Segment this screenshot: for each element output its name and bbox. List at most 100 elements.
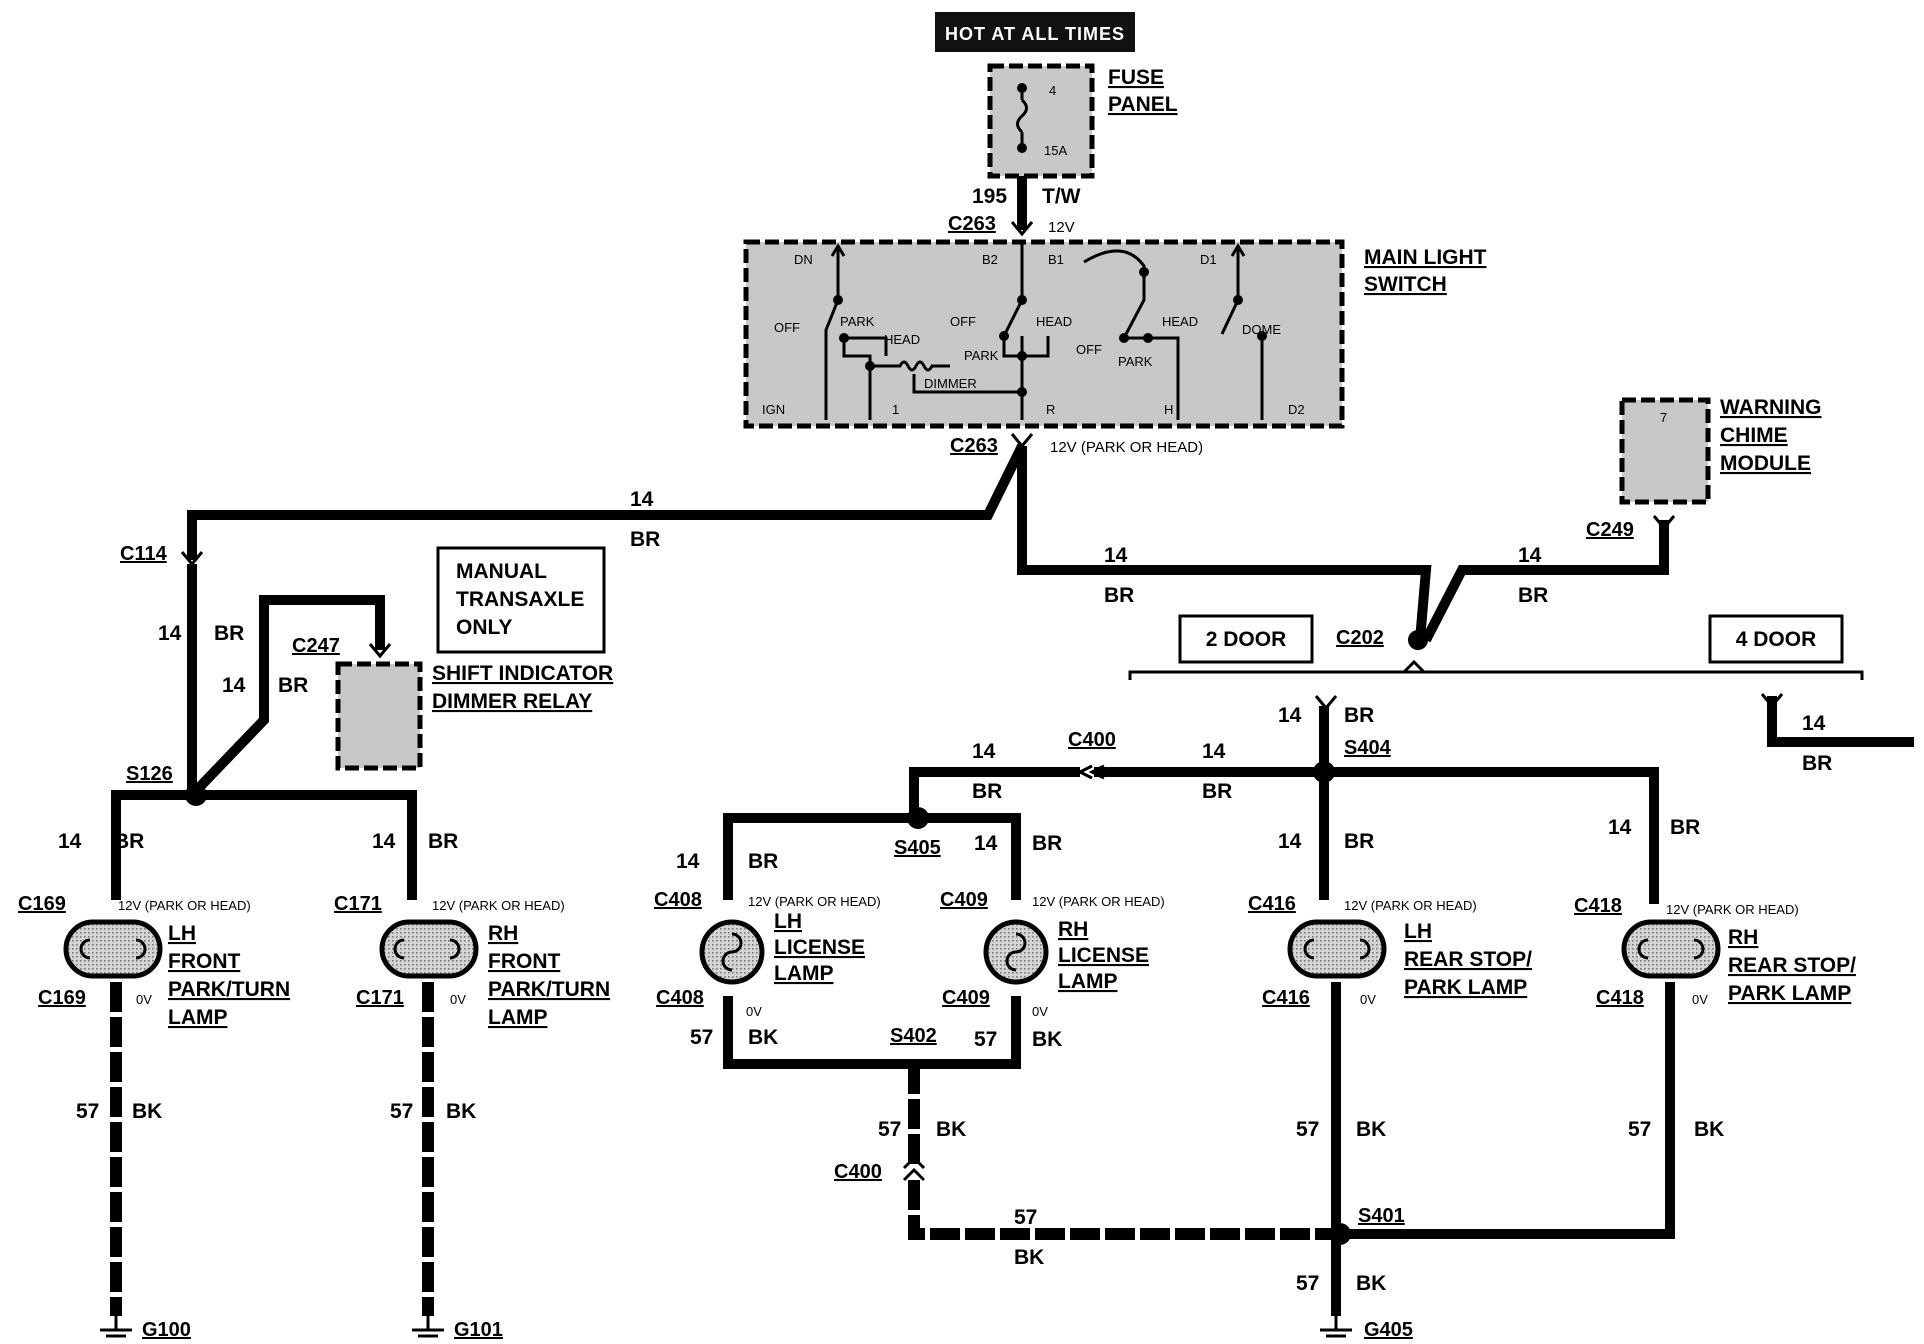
connector-c114: C114 <box>120 543 168 565</box>
svg-text:RH: RH <box>1728 926 1758 949</box>
svg-text:14: 14 <box>58 830 82 853</box>
svg-text:C169: C169 <box>18 893 66 915</box>
option-4-door: 4 DOOR <box>1708 614 1844 664</box>
svg-text:BK: BK <box>1356 1118 1386 1141</box>
svg-text:S402: S402 <box>890 1025 937 1047</box>
svg-text:C416: C416 <box>1248 893 1296 915</box>
svg-text:57: 57 <box>878 1118 901 1141</box>
svg-text:12V (PARK OR HEAD): 12V (PARK OR HEAD) <box>1032 894 1165 909</box>
svg-text:57: 57 <box>390 1100 413 1123</box>
svg-text:FRONT: FRONT <box>168 950 240 973</box>
svg-text:BR: BR <box>1202 780 1232 803</box>
svg-text:57: 57 <box>1628 1118 1651 1141</box>
splice-s401 <box>1329 1223 1351 1245</box>
feed-voltage: 12V <box>1048 219 1075 236</box>
svg-text:BK: BK <box>132 1100 162 1123</box>
lh-license-lamp: C408 12V (PARK OR HEAD) LH LICENSE LAMP … <box>654 889 881 1019</box>
svg-text:57: 57 <box>1296 1118 1319 1141</box>
svg-text:14: 14 <box>1278 830 1302 853</box>
svg-text:14: 14 <box>1104 544 1128 567</box>
svg-text:B2: B2 <box>982 252 998 267</box>
svg-text:BK: BK <box>446 1100 476 1123</box>
feed-color: T/W <box>1042 185 1081 208</box>
svg-text:12V (PARK OR HEAD): 12V (PARK OR HEAD) <box>1666 902 1799 917</box>
svg-text:IGN: IGN <box>762 402 785 417</box>
svg-text:C171: C171 <box>356 987 404 1009</box>
connector-c263-in: C263 <box>948 213 996 235</box>
svg-text:BR: BR <box>1104 584 1134 607</box>
wire-br-to-c247 <box>188 595 385 799</box>
svg-text:14: 14 <box>158 622 182 645</box>
svg-text:HEAD: HEAD <box>1162 314 1198 329</box>
svg-text:14: 14 <box>1802 712 1826 735</box>
svg-text:LAMP: LAMP <box>168 1006 228 1029</box>
svg-text:12V (PARK OR HEAD): 12V (PARK OR HEAD) <box>1344 898 1477 913</box>
svg-text:LH: LH <box>1404 920 1432 943</box>
svg-text:PARK: PARK <box>840 314 875 329</box>
option-2-door: 2 DOOR <box>1178 614 1314 664</box>
manual-transaxle-note: MANUAL TRANSAXLE ONLY <box>436 546 606 654</box>
svg-text:PARK: PARK <box>964 348 999 363</box>
svg-text:R: R <box>1046 402 1055 417</box>
svg-text:7: 7 <box>1660 410 1667 425</box>
svg-text:BK: BK <box>1014 1246 1044 1269</box>
shift-indicator-dimmer-relay: SHIFT INDICATOR DIMMER RELAY <box>335 661 613 771</box>
svg-text:C418: C418 <box>1596 987 1644 1009</box>
svg-text:H: H <box>1164 402 1173 417</box>
svg-text:G100: G100 <box>142 1319 191 1341</box>
connector-c247: C247 <box>292 635 340 657</box>
svg-text:57: 57 <box>974 1028 997 1051</box>
ground-g405: G405 <box>1320 1316 1413 1341</box>
svg-text:S405: S405 <box>894 837 941 859</box>
svg-text:0V: 0V <box>1360 992 1376 1007</box>
svg-text:BK: BK <box>1356 1272 1386 1295</box>
svg-text:57: 57 <box>1014 1206 1037 1229</box>
svg-text:S404: S404 <box>1344 737 1392 759</box>
svg-text:PARK: PARK <box>1118 354 1153 369</box>
feed-gauge: 195 <box>972 185 1007 208</box>
lh-front-park-turn-lamp: C169 12V (PARK OR HEAD) LH FRONT PARK/TU… <box>18 893 290 1029</box>
lh-rear-stop-park-lamp: C416 12V (PARK OR HEAD) LH REAR STOP/ PA… <box>1248 893 1532 1009</box>
svg-text:12V (PARK OR HEAD): 12V (PARK OR HEAD) <box>748 894 881 909</box>
svg-text:57: 57 <box>76 1100 99 1123</box>
svg-text:LICENSE: LICENSE <box>774 936 865 959</box>
rh-rear-stop-park-lamp: C418 12V (PARK OR HEAD) RH REAR STOP/ PA… <box>1574 895 1856 1009</box>
svg-text:14: 14 <box>974 832 998 855</box>
svg-text:RH: RH <box>1058 918 1088 941</box>
svg-text:D2: D2 <box>1288 402 1305 417</box>
svg-text:57: 57 <box>690 1026 713 1049</box>
svg-text:4 DOOR: 4 DOOR <box>1736 628 1817 651</box>
svg-text:HOT AT ALL TIMES: HOT AT ALL TIMES <box>945 24 1125 44</box>
svg-text:14: 14 <box>630 488 654 511</box>
svg-text:G101: G101 <box>454 1319 503 1341</box>
svg-text:57: 57 <box>1296 1272 1319 1295</box>
svg-text:C418: C418 <box>1574 895 1622 917</box>
svg-text:PARK/TURN: PARK/TURN <box>168 978 290 1001</box>
svg-text:ONLY: ONLY <box>456 616 512 639</box>
svg-text:MODULE: MODULE <box>1720 452 1811 475</box>
svg-text:14: 14 <box>972 740 996 763</box>
svg-text:BK: BK <box>1694 1118 1724 1141</box>
svg-text:OFF: OFF <box>950 314 976 329</box>
svg-text:HEAD: HEAD <box>884 332 920 347</box>
svg-text:0V: 0V <box>1692 992 1708 1007</box>
svg-text:LAMP: LAMP <box>488 1006 548 1029</box>
svg-text:14: 14 <box>372 830 396 853</box>
svg-text:RH: RH <box>488 922 518 945</box>
svg-text:REAR STOP/: REAR STOP/ <box>1404 948 1532 971</box>
svg-text:BR: BR <box>1344 830 1374 853</box>
fuse-panel-label-2: PANEL <box>1108 93 1178 116</box>
rh-license-lamp: C409 12V (PARK OR HEAD) RH LICENSE LAMP … <box>940 889 1165 1019</box>
svg-text:BR: BR <box>1670 816 1700 839</box>
svg-text:2 DOOR: 2 DOOR <box>1206 628 1287 651</box>
svg-text:WARNING: WARNING <box>1720 396 1822 419</box>
svg-text:14: 14 <box>1608 816 1632 839</box>
svg-text:DIMMER: DIMMER <box>924 376 977 391</box>
svg-text:LICENSE: LICENSE <box>1058 944 1149 967</box>
svg-text:CHIME: CHIME <box>1720 424 1788 447</box>
hot-at-all-times-banner: HOT AT ALL TIMES <box>935 12 1135 52</box>
wire-br-4-door <box>1767 696 1914 747</box>
svg-text:OFF: OFF <box>1076 342 1102 357</box>
svg-text:BR: BR <box>1802 752 1832 775</box>
svg-text:BR: BR <box>428 830 458 853</box>
